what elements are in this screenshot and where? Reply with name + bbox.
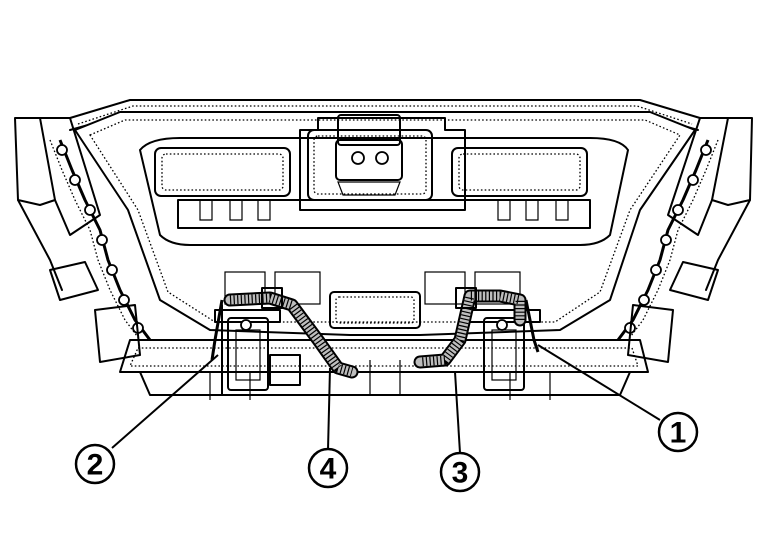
hose-1	[524, 299, 540, 353]
hose-2	[210, 299, 224, 361]
callout-4-label: 4	[320, 453, 337, 486]
leader-line-2	[111, 354, 219, 449]
callout-4: 4	[307, 447, 349, 489]
callout-3-label: 3	[452, 457, 469, 490]
callout-3: 3	[439, 451, 481, 493]
callout-1: 1	[657, 411, 699, 453]
right-wiring-harness	[616, 139, 719, 363]
leader-line-4	[327, 367, 331, 451]
leader-line-1	[537, 344, 661, 421]
callout-1-label: 1	[670, 417, 687, 450]
rear-panel	[74, 111, 696, 336]
hose-4	[221, 287, 359, 396]
center-control-module	[299, 114, 466, 211]
left-valve-bracket	[214, 309, 301, 391]
lower-cross-member	[119, 339, 649, 400]
callout-2: 2	[74, 443, 116, 485]
leader-line-3	[454, 371, 461, 454]
left-wiring-harness	[49, 139, 152, 363]
hose-3	[413, 287, 527, 369]
callout-2-label: 2	[87, 449, 104, 482]
